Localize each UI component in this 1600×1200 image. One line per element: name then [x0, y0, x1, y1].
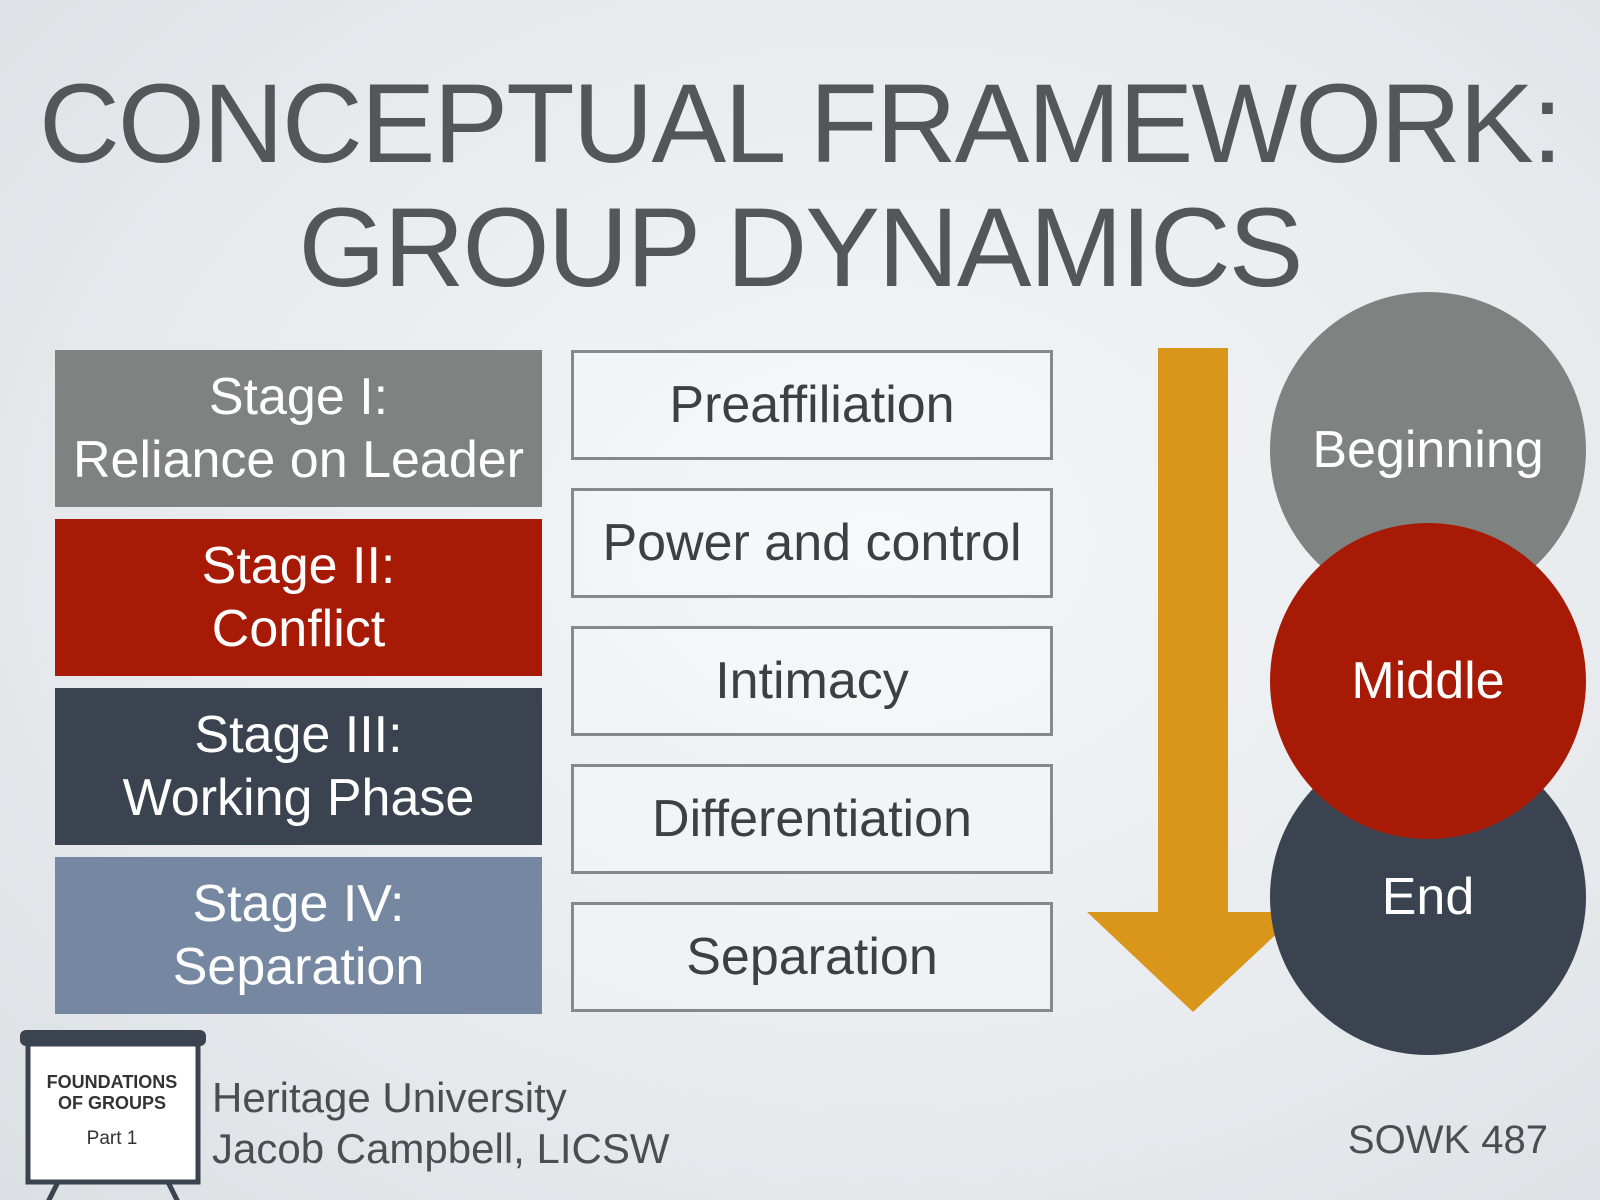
circle-middle: Middle	[1270, 523, 1586, 839]
stage-number: Stage II:	[201, 536, 396, 595]
author-name: Jacob Campbell, LICSW	[212, 1125, 670, 1172]
foundations-of-groups-logo	[20, 1030, 206, 1200]
stage-number: Stage I:	[208, 367, 389, 426]
slide-title: CONCEPTUAL FRAMEWORK: GROUP DYNAMICS	[0, 62, 1600, 310]
stage-box-1: Stage I: Reliance on Leader	[55, 350, 542, 507]
logo-title-line-1: FOUNDATIONS	[46, 1072, 178, 1092]
phase-box-differentiation: Differentiation	[571, 764, 1053, 874]
down-arrow-icon	[1087, 348, 1300, 1012]
phase-box-power-and-control: Power and control	[571, 488, 1053, 598]
stage-box-4: Stage IV: Separation	[55, 857, 542, 1014]
logo-title-line-2: OF GROUPS	[57, 1093, 166, 1113]
stage-label: Working Phase	[122, 768, 475, 827]
title-line-1: CONCEPTUAL FRAMEWORK:	[39, 61, 1563, 186]
title-line-2: GROUP DYNAMICS	[298, 185, 1304, 310]
stage-box-3: Stage III: Working Phase	[55, 688, 542, 845]
logo-part-label: Part 1	[86, 1128, 138, 1149]
institution-name: Heritage University	[212, 1074, 567, 1121]
phase-box-separation: Separation	[571, 902, 1053, 1012]
stage-box-2: Stage II: Conflict	[55, 519, 542, 676]
logo-title: FOUNDATIONS OF GROUPS	[30, 1072, 194, 1114]
credits: Heritage University Jacob Campbell, LICS…	[212, 1072, 670, 1174]
stage-label: Separation	[172, 937, 425, 996]
stage-number: Stage III:	[194, 705, 403, 764]
stage-label: Reliance on Leader	[73, 430, 524, 489]
arrow-shape	[1087, 348, 1300, 1012]
phase-box-intimacy: Intimacy	[571, 626, 1053, 736]
stage-number: Stage IV:	[192, 874, 405, 933]
stage-label: Conflict	[211, 599, 386, 658]
phase-box-preaffiliation: Preaffiliation	[571, 350, 1053, 460]
course-code: SOWK 487	[1347, 1118, 1548, 1162]
